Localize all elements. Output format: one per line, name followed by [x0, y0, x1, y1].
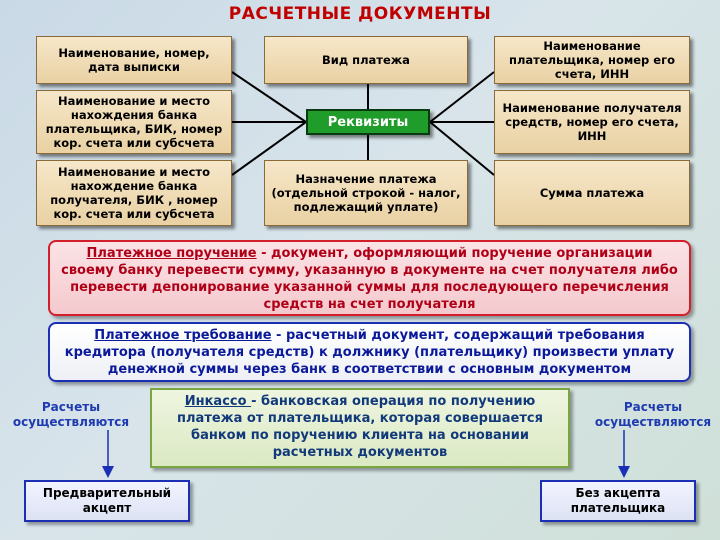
req-payment-purpose: Назначение платежа (отдельной строкой - … — [264, 160, 468, 226]
line-to-recipient-bank — [231, 121, 307, 176]
right-settlement-label: Расчеты осуществляются — [594, 400, 712, 429]
without-acceptance-box: Без акцепта плательщика — [540, 480, 696, 522]
page-title: РАСЧЕТНЫЕ ДОКУМЕНТЫ — [228, 4, 492, 24]
req-payer-name: Наименование плательщика, номер его счет… — [494, 36, 690, 84]
req-payment-type: Вид платежа — [264, 36, 468, 84]
line-to-payer-name — [429, 71, 495, 123]
req-recipient-name: Наименование получателя средств, номер е… — [494, 90, 690, 154]
req-name-number-date: Наименование, номер, дата выписки — [36, 36, 232, 84]
req-recipient-bank: Наименование и место нахождение банка по… — [36, 160, 232, 226]
payment-demand-text: - расчетный документ, содержащий требова… — [64, 328, 675, 377]
payment-demand-term: Платежное требование — [94, 328, 272, 343]
left-settlement-label: Расчеты осуществляются — [12, 400, 130, 429]
req-payment-sum: Сумма платежа — [494, 160, 690, 226]
payment-order-text: - документ, оформляющий поручение органи… — [61, 246, 678, 312]
left-arrow-head — [102, 466, 114, 478]
right-arrow-head — [618, 466, 630, 478]
collection-term: Инкассо — [184, 394, 252, 409]
definition-payment-order: Платежное поручение - документ, оформляю… — [48, 240, 691, 316]
requisites-center-label: Реквизиты — [306, 109, 430, 135]
definition-payment-demand: Платежное требование - расчетный докумен… — [48, 322, 691, 382]
req-payer-bank: Наименование и место нахождения банка пл… — [36, 90, 232, 154]
prior-acceptance-box: Предварительный акцепт — [24, 480, 190, 522]
line-to-sum — [429, 121, 495, 176]
payment-order-term: Платежное поручение — [86, 246, 257, 261]
collection-text: - банковская операция по получению плате… — [177, 394, 543, 460]
line-to-name-number — [231, 71, 307, 123]
definition-collection: Инкассо - банковская операция по получен… — [150, 388, 570, 468]
